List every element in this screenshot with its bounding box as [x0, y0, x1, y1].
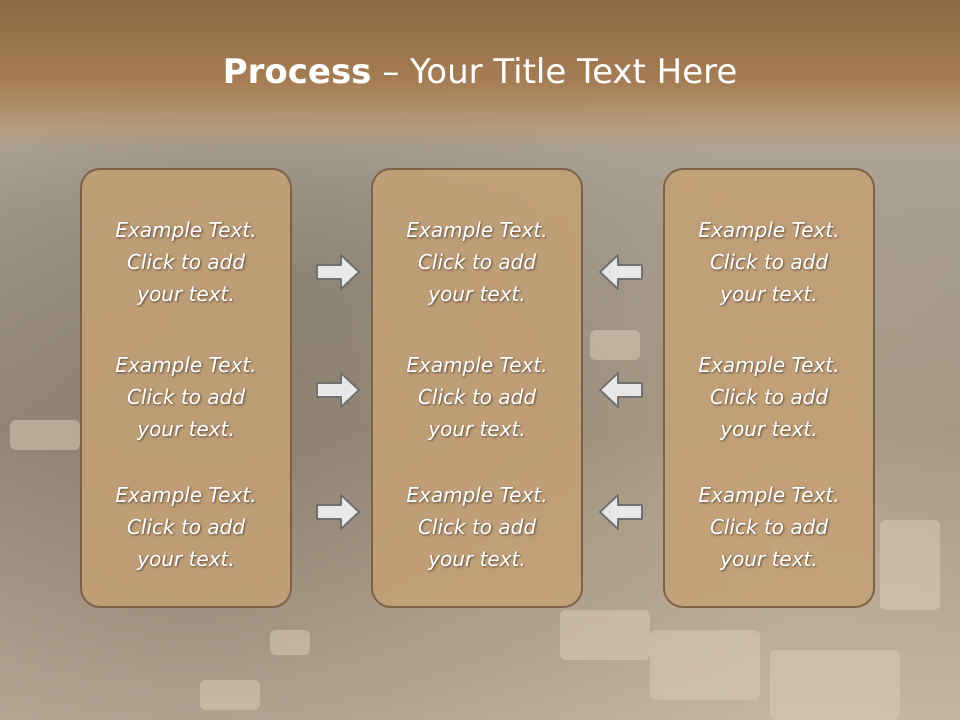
- item-line: your text.: [137, 282, 235, 306]
- item-line: Click to add: [709, 385, 829, 409]
- title-banner: [0, 0, 960, 150]
- process-panel-1[interactable]: Example Text. Click to add your text. Ex…: [80, 168, 292, 608]
- stone-shape: [650, 630, 760, 700]
- item-line: Example Text.: [698, 218, 840, 242]
- text-item[interactable]: Example Text. Click to add your text.: [82, 479, 290, 575]
- item-line: Example Text.: [115, 353, 257, 377]
- item-line: Example Text.: [115, 218, 257, 242]
- item-line: your text.: [137, 547, 235, 571]
- stone-shape: [270, 630, 310, 655]
- text-item[interactable]: Example Text. Click to add your text.: [373, 349, 581, 445]
- item-line: Example Text.: [115, 483, 257, 507]
- item-line: Example Text.: [698, 483, 840, 507]
- item-line: your text.: [720, 282, 818, 306]
- arrow-left-icon: [599, 254, 643, 290]
- arrow-left-icon: [599, 372, 643, 408]
- item-line: your text.: [720, 547, 818, 571]
- text-item[interactable]: Example Text. Click to add your text.: [373, 479, 581, 575]
- stone-shape: [560, 610, 650, 660]
- item-line: Click to add: [417, 385, 537, 409]
- item-line: Click to add: [709, 515, 829, 539]
- process-panel-3[interactable]: Example Text. Click to add your text. Ex…: [663, 168, 875, 608]
- item-line: Click to add: [126, 385, 246, 409]
- item-line: Example Text.: [406, 353, 548, 377]
- item-line: Click to add: [417, 250, 537, 274]
- item-line: Click to add: [709, 250, 829, 274]
- item-line: Example Text.: [698, 353, 840, 377]
- text-item[interactable]: Example Text. Click to add your text.: [665, 479, 873, 575]
- item-line: your text.: [428, 547, 526, 571]
- stone-shape: [770, 650, 900, 720]
- item-line: your text.: [720, 417, 818, 441]
- arrow-right-icon: [316, 372, 360, 408]
- item-line: Click to add: [126, 515, 246, 539]
- arrow-right-icon: [316, 254, 360, 290]
- text-item[interactable]: Example Text. Click to add your text.: [82, 349, 290, 445]
- text-item[interactable]: Example Text. Click to add your text.: [665, 214, 873, 310]
- text-item[interactable]: Example Text. Click to add your text.: [665, 349, 873, 445]
- item-line: Example Text.: [406, 218, 548, 242]
- title-rest: – Your Title Text Here: [371, 52, 738, 92]
- item-line: Example Text.: [406, 483, 548, 507]
- stone-shape: [880, 520, 940, 610]
- stone-shape: [200, 680, 260, 710]
- slide-title[interactable]: Process – Your Title Text Here: [0, 52, 960, 92]
- text-item[interactable]: Example Text. Click to add your text.: [82, 214, 290, 310]
- process-panel-2[interactable]: Example Text. Click to add your text. Ex…: [371, 168, 583, 608]
- item-line: your text.: [428, 417, 526, 441]
- item-line: Click to add: [126, 250, 246, 274]
- title-bold: Process: [222, 52, 372, 92]
- item-line: your text.: [428, 282, 526, 306]
- stone-shape: [590, 330, 640, 360]
- item-line: Click to add: [417, 515, 537, 539]
- arrow-right-icon: [316, 494, 360, 530]
- stone-shape: [10, 420, 80, 450]
- arrow-left-icon: [599, 494, 643, 530]
- item-line: your text.: [137, 417, 235, 441]
- text-item[interactable]: Example Text. Click to add your text.: [373, 214, 581, 310]
